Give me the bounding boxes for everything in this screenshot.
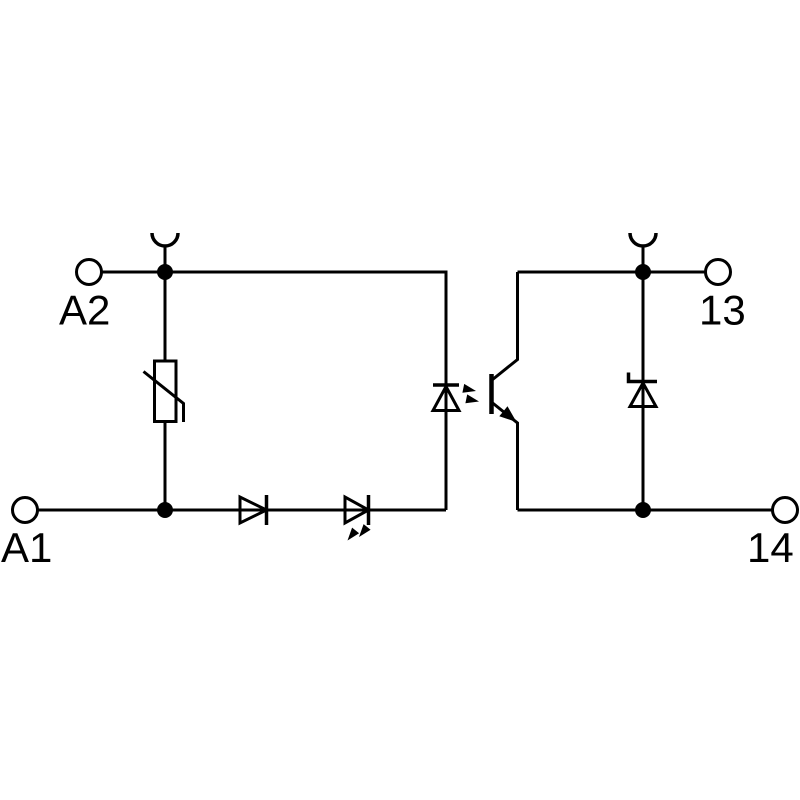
- phototransistor: [489, 272, 519, 510]
- zener-triangle: [627, 379, 659, 408]
- terminal-14: 14: [747, 496, 799, 571]
- zener-cathode-bar: [626, 372, 657, 384]
- junction-dot: [635, 264, 651, 280]
- test-socket-arc-icon: [150, 232, 180, 248]
- junction-dot: [157, 502, 173, 518]
- optocoupler-led: [430, 383, 479, 412]
- input-circuit: [37, 232, 448, 541]
- diode-triangle: [238, 494, 270, 526]
- test-socket-arc-icon: [628, 232, 658, 248]
- opto-led-triangle: [430, 383, 462, 412]
- suppressor-diode: [626, 372, 659, 408]
- led-triangle: [343, 494, 372, 526]
- terminal-13: 13: [699, 258, 746, 334]
- emitter-arrowhead-icon: [499, 406, 517, 422]
- terminal-a2-socket: [75, 258, 103, 286]
- junction-dots: [157, 264, 651, 518]
- opto-light-arrow-icon: [465, 394, 479, 404]
- junction-dot: [635, 502, 651, 518]
- terminal-14-label: 14: [747, 524, 794, 571]
- input-top-and-right-wire: [101, 270, 448, 510]
- varistor: [142, 359, 185, 423]
- terminal-a1-label: A1: [1, 524, 52, 571]
- opto-light-arrow-icon: [462, 383, 476, 393]
- series-diode: [238, 494, 270, 526]
- terminal-a2: A2: [59, 258, 110, 334]
- terminal-a1: A1: [1, 496, 52, 571]
- terminal-a1-socket: [11, 496, 39, 524]
- terminal-14-socket: [771, 496, 799, 524]
- terminal-13-socket: [704, 258, 732, 286]
- varistor-strike-line: [142, 370, 185, 422]
- status-led: [343, 494, 372, 541]
- led-emission-arrow-icon: [359, 524, 371, 537]
- terminal-13-label: 13: [699, 287, 746, 334]
- terminal-a2-label: A2: [59, 287, 110, 334]
- transistor-emitter-lead: [491, 401, 519, 510]
- varistor-body: [153, 359, 178, 423]
- led-emission-arrow-icon: [347, 527, 360, 541]
- optocoupler: [430, 272, 519, 510]
- junction-dot: [157, 264, 173, 280]
- transistor-collector-lead: [491, 272, 519, 382]
